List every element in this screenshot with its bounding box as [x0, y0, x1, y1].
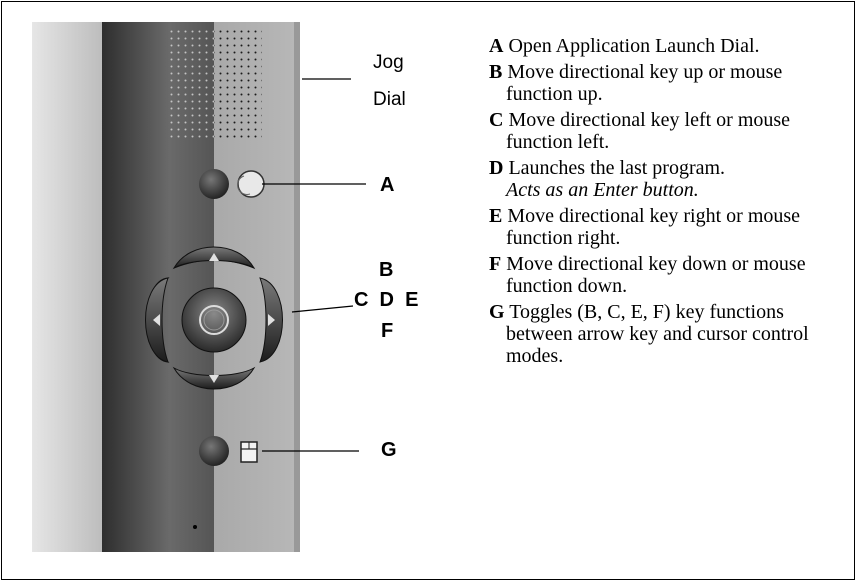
speaker-grille-light	[214, 30, 262, 140]
callout-f: F	[381, 320, 394, 342]
arrow-left-icon	[153, 314, 160, 326]
callout-cde: C D E	[354, 289, 419, 311]
legend-item-b: B Move directional key up or mouse funct…	[489, 61, 783, 105]
speaker-grille-dark	[170, 30, 214, 140]
legend-item-c: C Move directional key left or mouse fun…	[489, 109, 791, 153]
legend-item-d-note: Acts as an Enter button.	[506, 179, 699, 201]
microphone-dot	[193, 525, 197, 529]
arrow-down-icon	[209, 375, 219, 383]
legend-item-g: G Toggles (B, C, E, F) key functions bet…	[489, 301, 809, 367]
jog-label-line2: Dial	[373, 89, 406, 110]
legend-item-a: A Open Application Launch Dial.	[489, 35, 760, 57]
button-a-dark	[199, 169, 229, 199]
jog-label-line1: Jog	[373, 52, 404, 73]
legend-list: A Open Application Launch Dial. B Move d…	[489, 35, 849, 371]
legend-item-d: D Launches the last program.Acts as an E…	[489, 157, 849, 201]
callout-g: G	[381, 439, 397, 461]
callout-a: A	[380, 174, 395, 196]
center-button	[181, 287, 247, 353]
arrow-right-icon	[268, 314, 275, 326]
button-g-dark	[199, 436, 229, 466]
panel-edge	[294, 22, 300, 552]
center-ring-icon	[199, 305, 229, 335]
callout-b: B	[379, 259, 394, 281]
legend-item-e: E Move directional key right or mouse fu…	[489, 205, 801, 249]
legend-item-f: F Move directional key down or mouse fun…	[489, 253, 806, 297]
panel-left	[32, 22, 102, 552]
leader-cde	[291, 305, 354, 313]
arrow-up-icon	[209, 253, 219, 261]
